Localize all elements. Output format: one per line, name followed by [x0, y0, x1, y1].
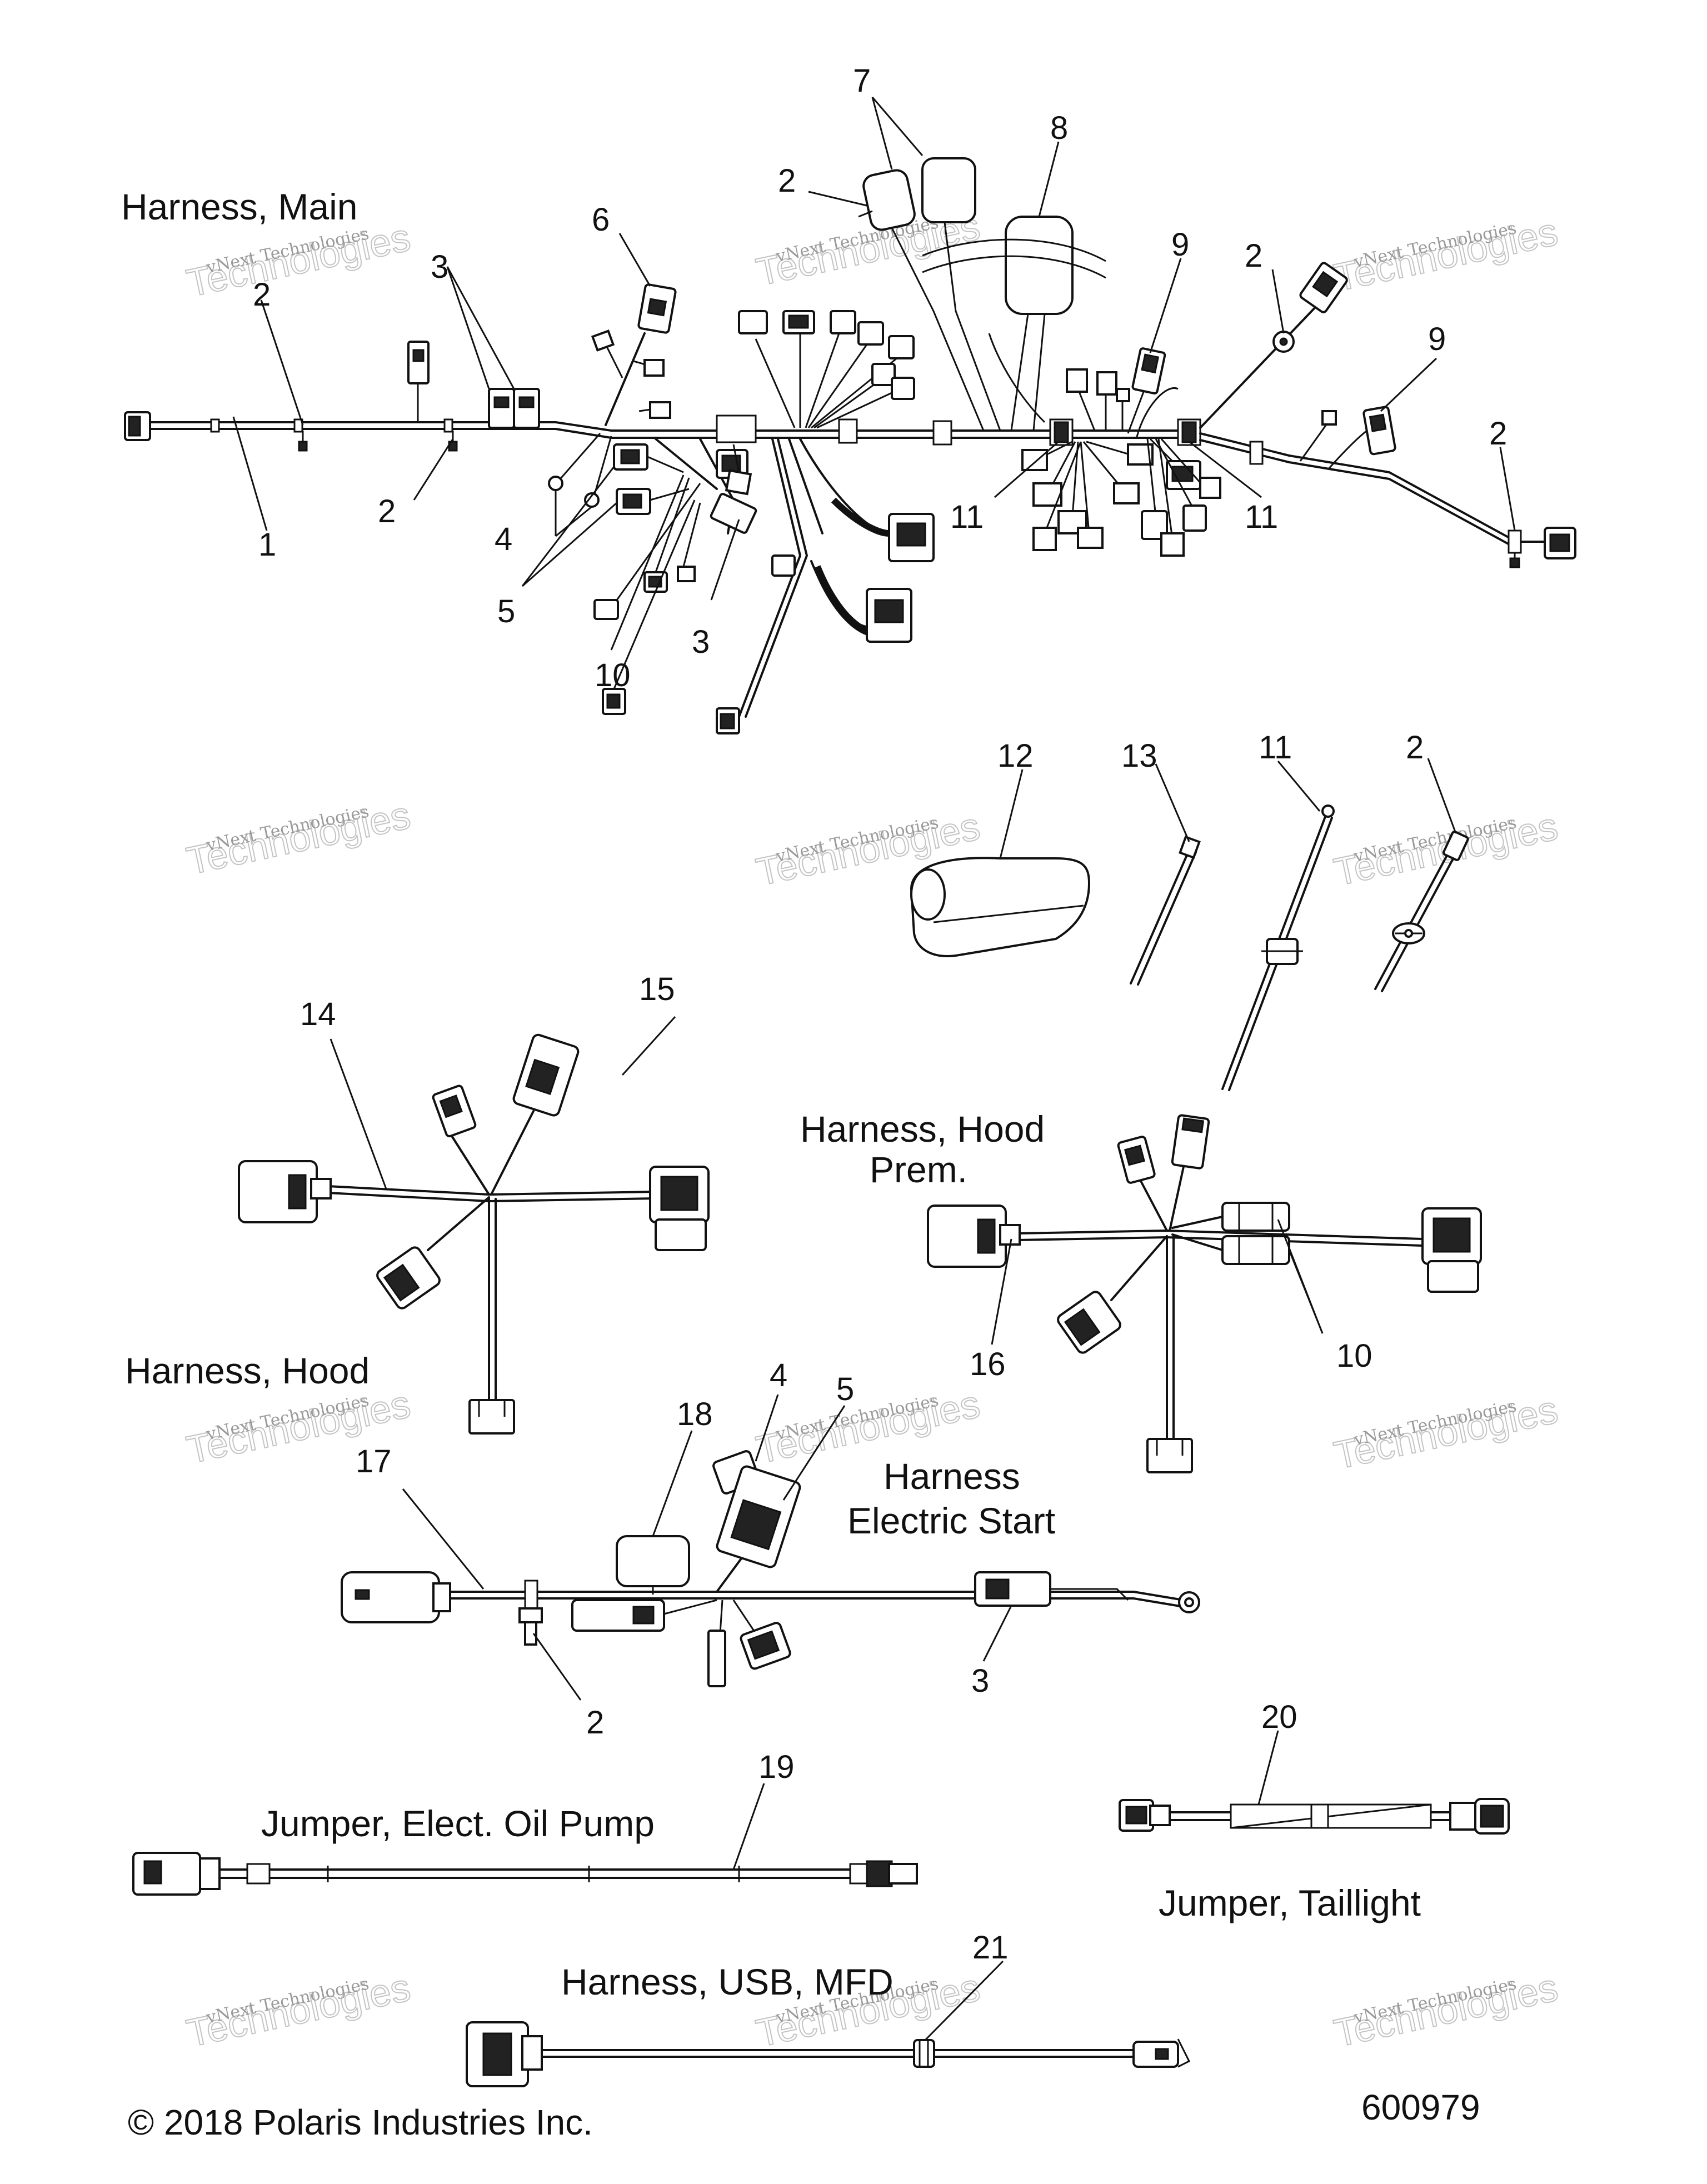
title-jumper-taillight: Jumper, Taillight	[1159, 1882, 1421, 1923]
callout-3: 3	[431, 249, 448, 285]
callout-3: 3	[692, 624, 710, 660]
callout-2: 2	[1245, 238, 1262, 274]
callout-1: 1	[258, 527, 276, 563]
callout-10: 10	[595, 657, 631, 693]
callout-5: 5	[836, 1371, 854, 1407]
small-parts	[910, 804, 1469, 1091]
title-harness-hood-prem: Harness, Hood	[800, 1108, 1045, 1150]
harness-titles: Harness, Main Harness, Hood Prem. Harnes…	[121, 186, 1421, 2002]
copyright: © 2018 Polaris Industries Inc.	[128, 2102, 593, 2142]
callout-11: 11	[950, 499, 984, 535]
usb-mfd-harness	[466, 2021, 1191, 2087]
callout-4: 4	[495, 521, 512, 557]
callout-12: 12	[997, 738, 1034, 774]
hood-harness	[238, 1033, 710, 1435]
watermark: Technologies vNext Technologies	[182, 793, 415, 883]
callout-8: 8	[1050, 110, 1068, 146]
callout-9: 9	[1428, 321, 1446, 357]
callout-14: 14	[300, 996, 336, 1032]
callout-3: 3	[971, 1663, 989, 1699]
callout-10: 10	[1336, 1338, 1372, 1374]
callout-20: 20	[1261, 1699, 1297, 1735]
callout-15: 15	[639, 971, 675, 1007]
title-harness-usb-mfd: Harness, USB, MFD	[561, 1961, 894, 2002]
leader-lines	[232, 97, 1516, 2041]
callout-9: 9	[1171, 227, 1189, 263]
callout-16: 16	[970, 1346, 1006, 1382]
title-harness-main: Harness, Main	[121, 186, 358, 227]
watermark: Technologies vNext Technologies	[1330, 1965, 1562, 2056]
title-harness-hood: Harness, Hood	[125, 1350, 370, 1391]
callout-2: 2	[586, 1705, 604, 1741]
watermark: Technologies vNext Technologies	[182, 1965, 415, 2056]
callout-21: 21	[972, 1930, 1009, 1966]
callout-11: 11	[1245, 499, 1278, 535]
watermark: Technologies vNext Technologies	[1330, 1387, 1562, 1478]
callout-17: 17	[356, 1443, 392, 1480]
callout-2: 2	[378, 493, 396, 529]
callout-6: 6	[592, 202, 610, 238]
main-harness	[124, 157, 1576, 734]
callout-numbers: 2 1 2 3 6 4 5 10 3 7 2 8 9 11 11 2 9 2 1…	[253, 63, 1507, 1966]
title-harness-electric-start: Harness	[884, 1456, 1020, 1497]
callout-18: 18	[677, 1396, 713, 1432]
callout-19: 19	[758, 1749, 795, 1785]
title-harness-hood-prem-line2: Prem.	[870, 1149, 967, 1190]
oil-pump-jumper	[132, 1852, 918, 1896]
callout-7: 7	[853, 63, 871, 99]
callout-2: 2	[1489, 416, 1507, 452]
callout-2: 2	[778, 163, 796, 199]
figure-number: 600979	[1361, 2087, 1480, 2127]
callout-2: 2	[1406, 729, 1424, 766]
taillight-jumper	[1119, 1798, 1510, 1835]
callout-13: 13	[1121, 738, 1157, 774]
title-harness-electric-start-line2: Electric Start	[847, 1500, 1055, 1541]
callout-4: 4	[770, 1357, 787, 1393]
electric-start-harness	[341, 1450, 1200, 1687]
callout-11: 11	[1259, 729, 1292, 766]
callout-2: 2	[253, 277, 271, 313]
hood-prem-harness	[927, 1114, 1482, 1473]
callout-5: 5	[497, 593, 515, 629]
title-jumper-oil-pump: Jumper, Elect. Oil Pump	[261, 1803, 655, 1844]
watermark: Technologies vNext Technologies	[182, 215, 415, 306]
watermark: Technologies vNext Technologies	[1330, 209, 1562, 300]
